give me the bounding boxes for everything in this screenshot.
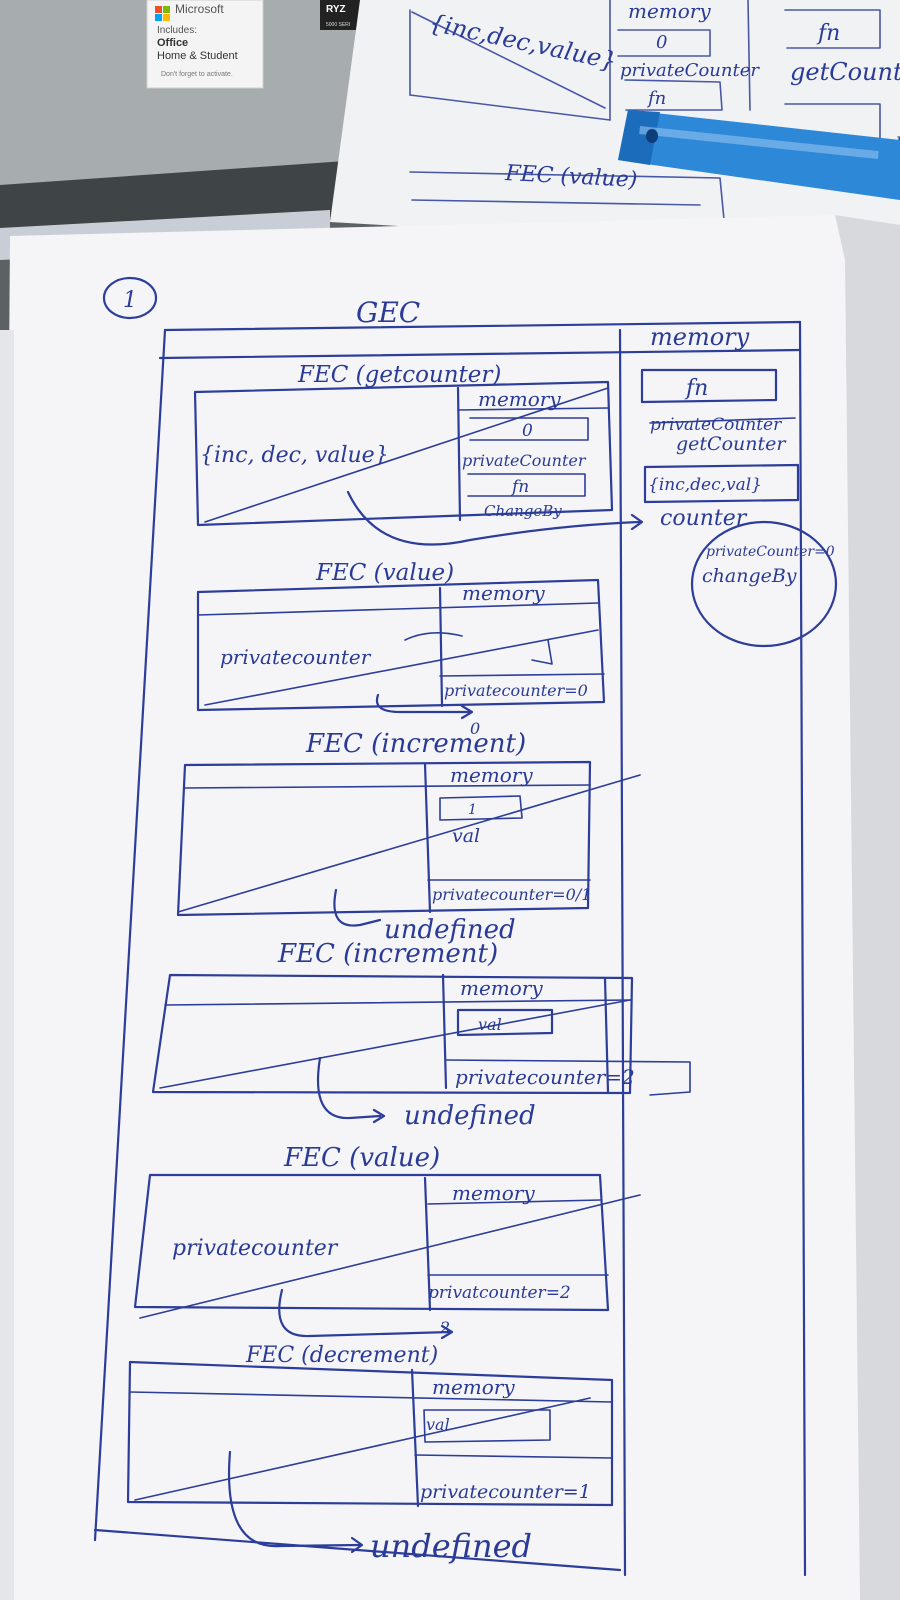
result: 0: [470, 719, 480, 738]
context-getcounter: FEC (getcounter) memory {inc, dec, value…: [193, 362, 644, 546]
memory-item: fn: [510, 477, 529, 497]
sticker-includes: Includes:: [157, 25, 197, 36]
gec-get-counter: getCounter: [676, 433, 787, 455]
back-get-counter: getCounter: [790, 58, 900, 86]
context-title: FEC (decrement): [245, 1343, 438, 1368]
context-title: FEC (increment): [305, 729, 526, 759]
notebook-spine: [0, 330, 14, 1600]
bottom-text: privatecounter=1: [420, 1481, 591, 1503]
back-page: {inc,dec,value} memory 0 privateCounter …: [0, 0, 900, 260]
sticker-product: Office: [157, 37, 188, 49]
context-title: FEC (value): [283, 1143, 440, 1173]
memory-item: ChangeBy: [484, 502, 562, 520]
memory-label: memory: [460, 976, 543, 1000]
context-title: FEC (value): [315, 560, 454, 586]
gec-private-counter: privateCounter: [650, 415, 782, 435]
result: undefined: [370, 1527, 532, 1565]
memory-item: val: [452, 825, 480, 847]
back-fn: fn: [646, 88, 666, 109]
back-memory: memory: [628, 0, 711, 23]
bottom-text: privatecounter=0: [444, 681, 588, 700]
memory-item: val: [426, 1415, 450, 1434]
context-decrement: FEC (decrement) memory val privatecounte…: [126, 1343, 614, 1565]
gec-memory-items: fn privateCounter getCounter {inc,dec,va…: [640, 368, 838, 648]
page-number: 1: [123, 288, 137, 313]
ryzen-badge: RYZ 5000 SERI: [320, 0, 360, 30]
memory-item: 0: [522, 421, 533, 441]
gec-fn-box-text: fn: [684, 376, 708, 401]
closure-circle: [690, 520, 838, 648]
office-sticker: Microsoft Includes: Office Home & Studen…: [146, 0, 264, 89]
sticker-brand: Microsoft: [175, 2, 224, 16]
memory-item: val: [478, 1015, 502, 1034]
back-zero: 0: [656, 32, 667, 53]
result: undefined: [404, 1101, 536, 1131]
ryzen-series: 5000 SERI: [326, 22, 350, 28]
result: 2: [439, 1318, 450, 1337]
context-title: FEC (getcounter): [297, 362, 501, 388]
memory-item: privateCounter: [462, 451, 587, 470]
context-title: FEC (increment): [277, 939, 498, 969]
blue-pen: [618, 110, 900, 200]
back-fn-right: fn: [816, 21, 840, 46]
closure-change: changeBy: [702, 565, 797, 587]
left-text: privatecounter: [172, 1236, 339, 1261]
notebook-page-edge: [835, 215, 900, 1600]
bottom-text: privatcounter=2: [428, 1283, 571, 1303]
result: undefined: [384, 915, 516, 945]
memory-item: 1: [468, 802, 477, 818]
ryzen-text: RYZ: [326, 4, 346, 15]
notebook-page: [0, 215, 900, 1600]
left-text: {inc, dec, value}: [200, 443, 389, 468]
memory-label: memory: [462, 581, 545, 605]
sticker-edition: Home & Student: [157, 50, 238, 62]
gec-memory-label: memory: [650, 323, 750, 351]
page-number-circle: [102, 276, 158, 320]
memory-label: memory: [450, 763, 533, 787]
left-text: privatecounter: [220, 645, 372, 669]
context-value-2: FEC (value) memory privatecounter privat…: [133, 1143, 641, 1340]
gec-object-box: {inc,dec,val}: [648, 475, 762, 495]
bottom-text: privatecounter=0/1: [432, 885, 591, 904]
memory-label: memory: [432, 1375, 515, 1399]
back-private-counter: privateCounter: [620, 60, 760, 81]
context-value-1: FEC (value) memory privatecounter privat…: [196, 560, 606, 738]
memory-label: memory: [452, 1181, 535, 1205]
memory-label: memory: [478, 387, 561, 411]
sticker-note: Don't forget to activate.: [161, 71, 233, 78]
context-increment-1: FEC (increment) memory 1 val privatecoun…: [176, 729, 641, 945]
windows-logo-icon: [155, 6, 170, 21]
closure-private: privateCounter=0: [706, 544, 835, 560]
context-increment-2: FEC (increment) memory val privatecounte…: [151, 939, 691, 1131]
gec-title: GEC: [356, 296, 420, 329]
bottom-text: privatecounter=2: [455, 1065, 635, 1089]
